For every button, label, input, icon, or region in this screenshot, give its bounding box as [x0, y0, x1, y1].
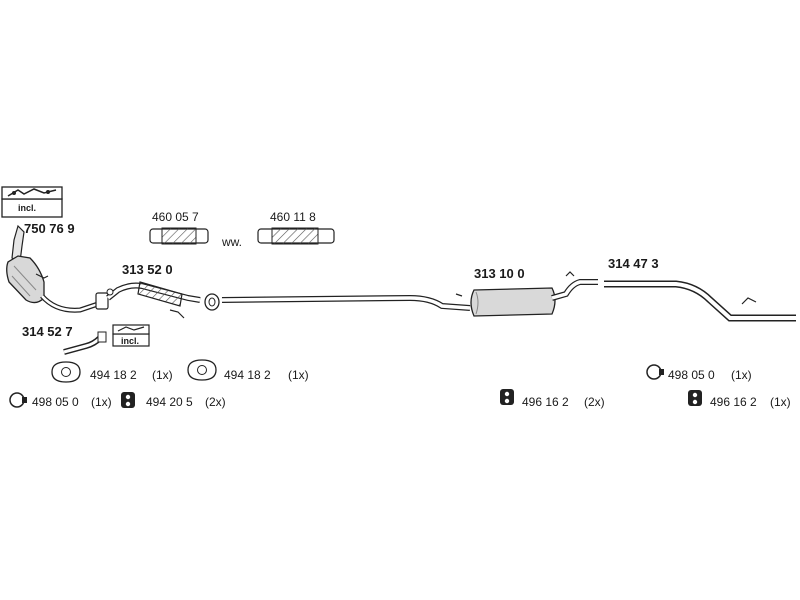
clamp-ring-icon[interactable] [9, 392, 27, 408]
incl-label-small: incl. [121, 336, 140, 346]
part-number-gasket-b[interactable]: 460 11 8 [270, 210, 316, 224]
fitting-qty: (1x) [731, 368, 752, 382]
part-number-rear-silencer[interactable]: 314 47 3 [608, 256, 659, 271]
fitting-qty: (1x) [152, 368, 173, 382]
fitting-qty: (1x) [770, 395, 791, 409]
flange-gasket-icon[interactable] [187, 359, 217, 381]
rubber-hanger-icon[interactable] [500, 389, 514, 405]
fitting-number[interactable]: 494 20 5 [146, 395, 193, 409]
part-number-middle-silencer[interactable]: 313 10 0 [474, 266, 525, 281]
flange-gasket-icon[interactable] [51, 361, 81, 383]
rubber-hanger-icon[interactable] [121, 392, 135, 408]
part-number-flex-pipe[interactable]: 313 52 0 [122, 262, 173, 277]
ww-label: ww. [222, 235, 243, 249]
front-pipe-catalyst-part[interactable] [6, 224, 109, 313]
fitting-number[interactable]: 494 18 2 [90, 368, 137, 382]
fitting-number[interactable]: 496 16 2 [710, 395, 757, 409]
rubber-hanger-icon[interactable] [688, 390, 702, 406]
fitting-qty: (1x) [288, 368, 309, 382]
incl-kit-box-small-icon [112, 324, 150, 347]
flange-ring-icon [204, 293, 220, 311]
part-number-front-pipe[interactable]: 750 76 9 [24, 221, 75, 236]
fitting-number[interactable]: 496 16 2 [522, 395, 569, 409]
connector-pipe-part[interactable] [63, 331, 107, 355]
fitting-number[interactable]: 498 05 0 [32, 395, 79, 409]
fitting-qty: (2x) [205, 395, 226, 409]
fitting-number[interactable]: 498 05 0 [668, 368, 715, 382]
fitting-qty: (2x) [584, 395, 605, 409]
part-number-gasket-a[interactable]: 460 05 7 [152, 210, 199, 224]
clamp-ring-icon[interactable] [646, 364, 664, 380]
incl-kit-box-icon [1, 186, 63, 218]
part-number-connector[interactable]: 314 52 7 [22, 324, 73, 339]
rear-pipe-part[interactable] [604, 280, 796, 322]
middle-silencer-part[interactable] [221, 271, 598, 317]
gasket-flexpipe-a-icon[interactable] [149, 227, 209, 245]
flex-pipe-part[interactable] [106, 281, 201, 319]
fitting-number[interactable]: 494 18 2 [224, 368, 271, 382]
fitting-qty: (1x) [91, 395, 112, 409]
gasket-flexpipe-b-icon[interactable] [257, 227, 335, 245]
incl-label: incl. [18, 203, 37, 213]
